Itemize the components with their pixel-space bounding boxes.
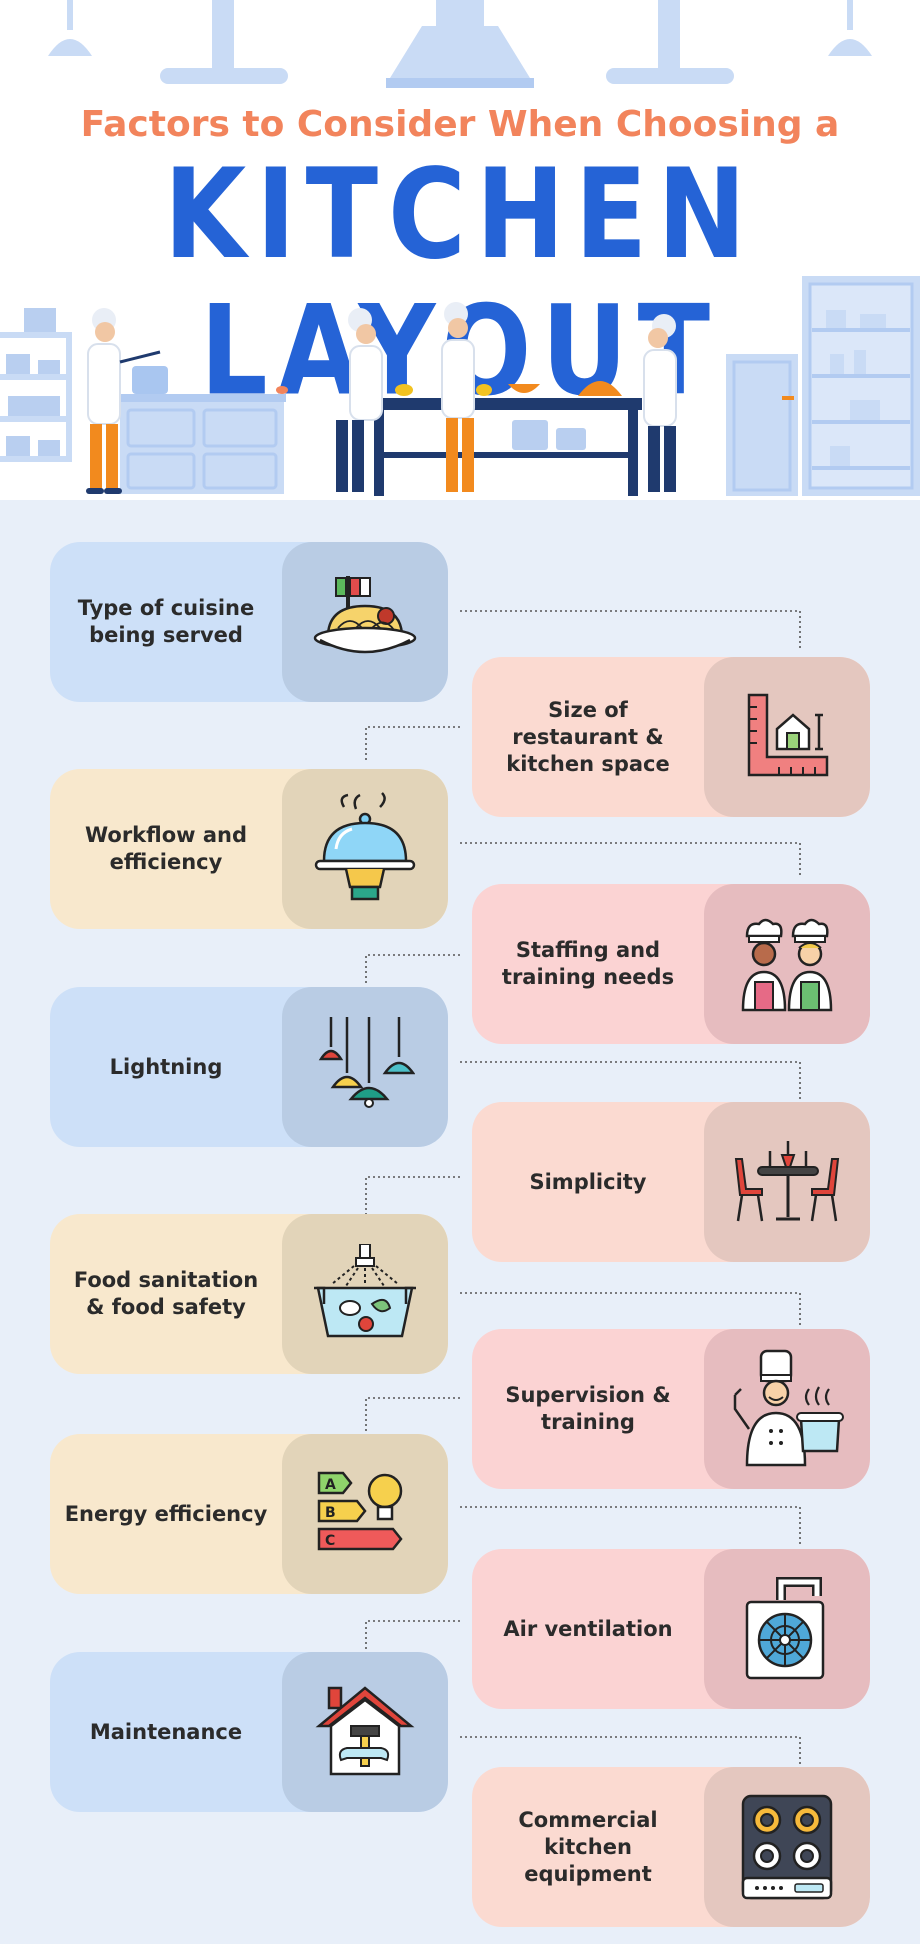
header: Factors to Consider When Choosing a KITC… bbox=[0, 0, 920, 500]
house-tools-icon bbox=[315, 1686, 415, 1776]
svg-text:A: A bbox=[325, 1477, 336, 1493]
factor-card-ventilation: Air ventilation bbox=[472, 1549, 870, 1709]
dotted-connectors bbox=[365, 610, 801, 1766]
factor-card-staffing: Staffing and training needs bbox=[472, 884, 870, 1044]
kitchen-scene-illustration bbox=[0, 276, 920, 496]
factor-label: Food sanitation & food safety bbox=[73, 1268, 259, 1319]
factor-label: Lightning bbox=[109, 1054, 223, 1079]
factor-label: Workflow and efficiency bbox=[84, 823, 248, 874]
floor-plan-ruler-icon bbox=[747, 693, 829, 777]
factor-card-simplicity: Simplicity bbox=[472, 1102, 870, 1262]
chef-team-icon bbox=[741, 918, 833, 1012]
factor-label: Maintenance bbox=[89, 1719, 243, 1744]
factor-card-supervision: Supervision & training bbox=[472, 1329, 870, 1489]
range-hood-illustration bbox=[48, 0, 872, 88]
serving-cloche-icon bbox=[314, 792, 416, 901]
factor-label: Staffing and training needs bbox=[501, 938, 675, 989]
spaghetti-plate-icon bbox=[313, 576, 417, 654]
svg-text:B: B bbox=[325, 1505, 336, 1521]
factor-card-size: Size of restaurant & kitchen space bbox=[472, 657, 870, 817]
dining-table-icon bbox=[734, 1141, 840, 1222]
factor-card-cuisine: Type of cuisine being served bbox=[50, 542, 448, 702]
factor-card-maintenance: Maintenance bbox=[50, 1652, 448, 1812]
factor-card-energy: Energy efficiency A B C bbox=[50, 1434, 448, 1594]
factor-label: Size of restaurant & kitchen space bbox=[506, 697, 670, 776]
energy-rating-icon: A B C bbox=[317, 1471, 403, 1551]
factors-section: Type of cuisine being served Size of res… bbox=[0, 500, 920, 1944]
svg-text:C: C bbox=[325, 1533, 335, 1549]
factor-label: Simplicity bbox=[529, 1169, 647, 1194]
factor-label: Commercial kitchen equipment bbox=[518, 1807, 658, 1886]
factor-label: Type of cuisine being served bbox=[77, 596, 255, 647]
factor-card-lightning: Lightning bbox=[50, 987, 448, 1147]
factor-card-workflow: Workflow and efficiency bbox=[50, 769, 448, 929]
factor-label: Supervision & training bbox=[505, 1383, 671, 1434]
chef-cooking-icon bbox=[733, 1349, 844, 1467]
factor-card-sanitation: Food sanitation & food safety bbox=[50, 1214, 448, 1374]
subtitle: Factors to Consider When Choosing a bbox=[80, 104, 840, 145]
factor-card-equipment: Commercial kitchen equipment bbox=[472, 1767, 870, 1927]
gas-stove-icon bbox=[741, 1794, 833, 1900]
factor-label: Air ventilation bbox=[503, 1616, 673, 1641]
pendant-lamps-icon bbox=[318, 1017, 415, 1108]
washing-basin-icon bbox=[314, 1244, 416, 1338]
ventilation-fan-icon bbox=[745, 1577, 825, 1680]
factor-label: Energy efficiency bbox=[64, 1501, 268, 1526]
